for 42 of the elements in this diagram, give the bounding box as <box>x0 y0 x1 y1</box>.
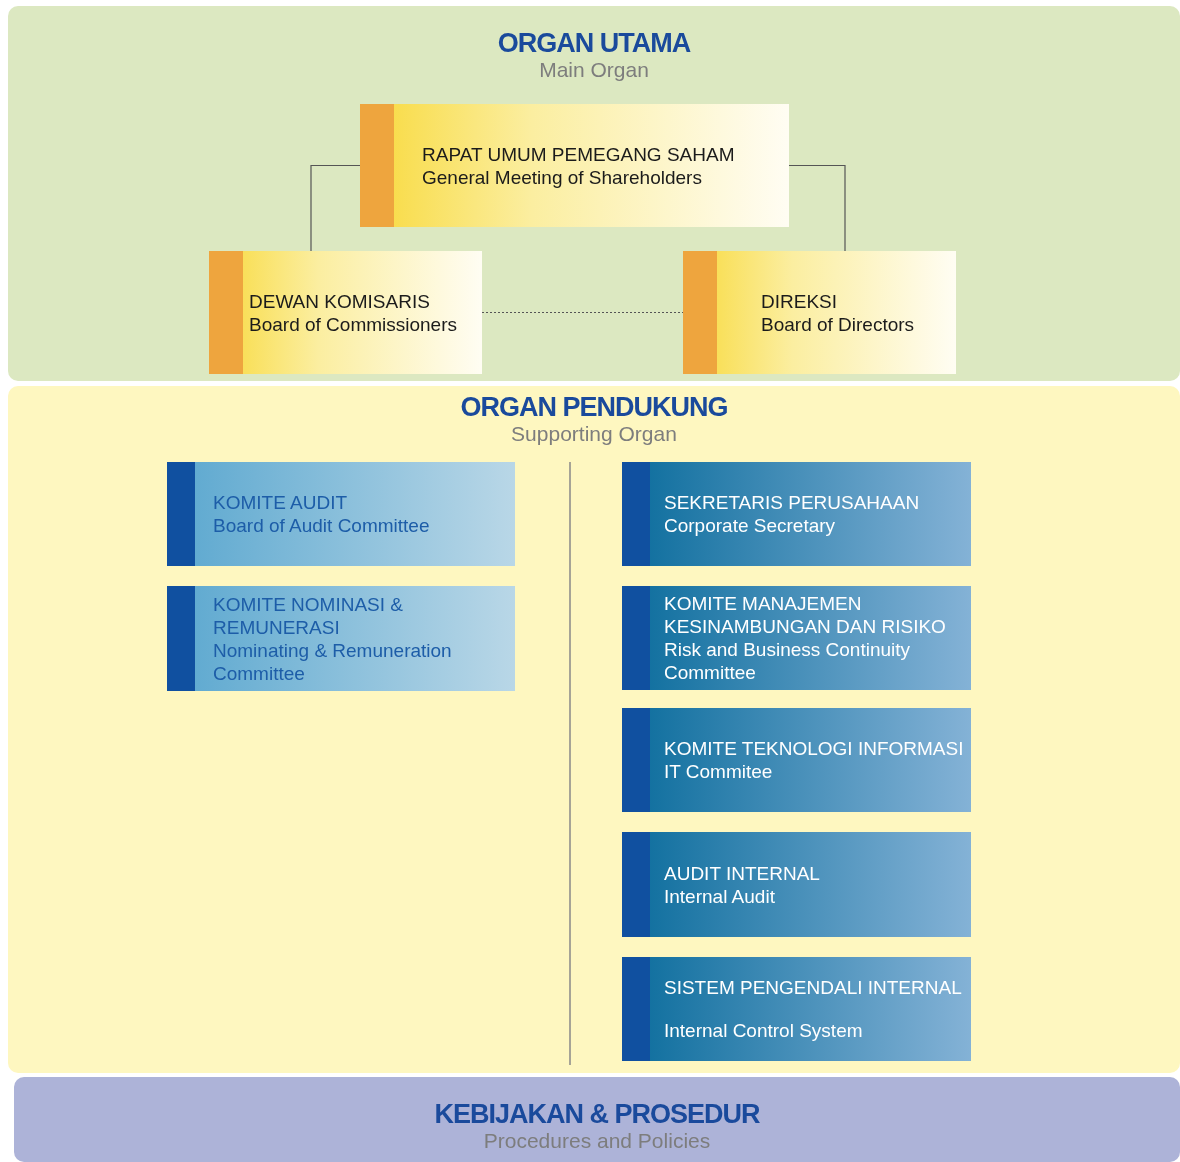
org-box <box>622 832 971 937</box>
band-panel <box>8 386 1180 1073</box>
box-title: KOMITE NOMINASI & REMUNERASI <box>213 592 405 639</box>
band-panel <box>14 1077 1180 1162</box>
org-box <box>167 462 515 566</box>
org-box <box>622 708 971 812</box>
box-title: SEKRETARIS PERUSAHAAN <box>664 491 921 514</box>
box-title: RAPAT UMUM PEMEGANG SAHAM <box>422 142 736 166</box>
box-subtitle: Internal Audit <box>664 884 776 908</box>
box-subtitle: IT Commitee <box>664 760 774 783</box>
box-title: KOMITE MANAJEMEN KESINAMBUNGAN DAN RISIKO <box>664 592 947 638</box>
org-box <box>683 251 956 374</box>
band-subtitle: Main Organ <box>539 58 649 82</box>
box-title: SISTEM PENGENDALI INTERNAL <box>664 976 963 999</box>
connector-line <box>310 164 361 252</box>
box-subtitle: Board of Commissioners <box>249 312 459 336</box>
band-subtitle: Procedures and Policies <box>483 1129 711 1153</box>
box-subtitle: Risk and Business Continuity Committee <box>664 638 912 684</box>
box-title: DIREKSI <box>761 289 839 313</box>
box-title: KOMITE TEKNOLOGI INFORMASI <box>664 737 965 760</box>
box-subtitle: Internal Control System <box>664 1019 864 1042</box>
org-box <box>622 957 971 1061</box>
box-title: DEWAN KOMISARIS <box>249 289 431 313</box>
box-title: KOMITE AUDIT <box>213 491 349 514</box>
box-subtitle: Corporate Secretary <box>664 514 837 537</box>
org-box <box>167 586 515 691</box>
org-box <box>360 104 789 227</box>
org-box <box>622 586 971 690</box>
box-subtitle: Nominating & Remuneration Committee <box>213 638 453 685</box>
connector-line <box>788 164 846 252</box>
box-subtitle: General Meeting of Shareholders <box>422 165 703 189</box>
box-subtitle: Board of Audit Committee <box>213 514 431 537</box>
band-panel <box>8 6 1180 381</box>
band-title: KEBIJAKAN & PROSEDUR <box>434 1099 760 1129</box>
band-title: ORGAN UTAMA <box>497 28 691 58</box>
band-title: ORGAN PENDUKUNG <box>460 392 728 422</box>
box-title: AUDIT INTERNAL <box>664 861 821 885</box>
org-box <box>209 251 482 374</box>
box-subtitle: Board of Directors <box>761 312 916 336</box>
band-subtitle: Supporting Organ <box>511 422 677 446</box>
dotted-connector <box>481 311 684 314</box>
org-box <box>622 462 971 566</box>
